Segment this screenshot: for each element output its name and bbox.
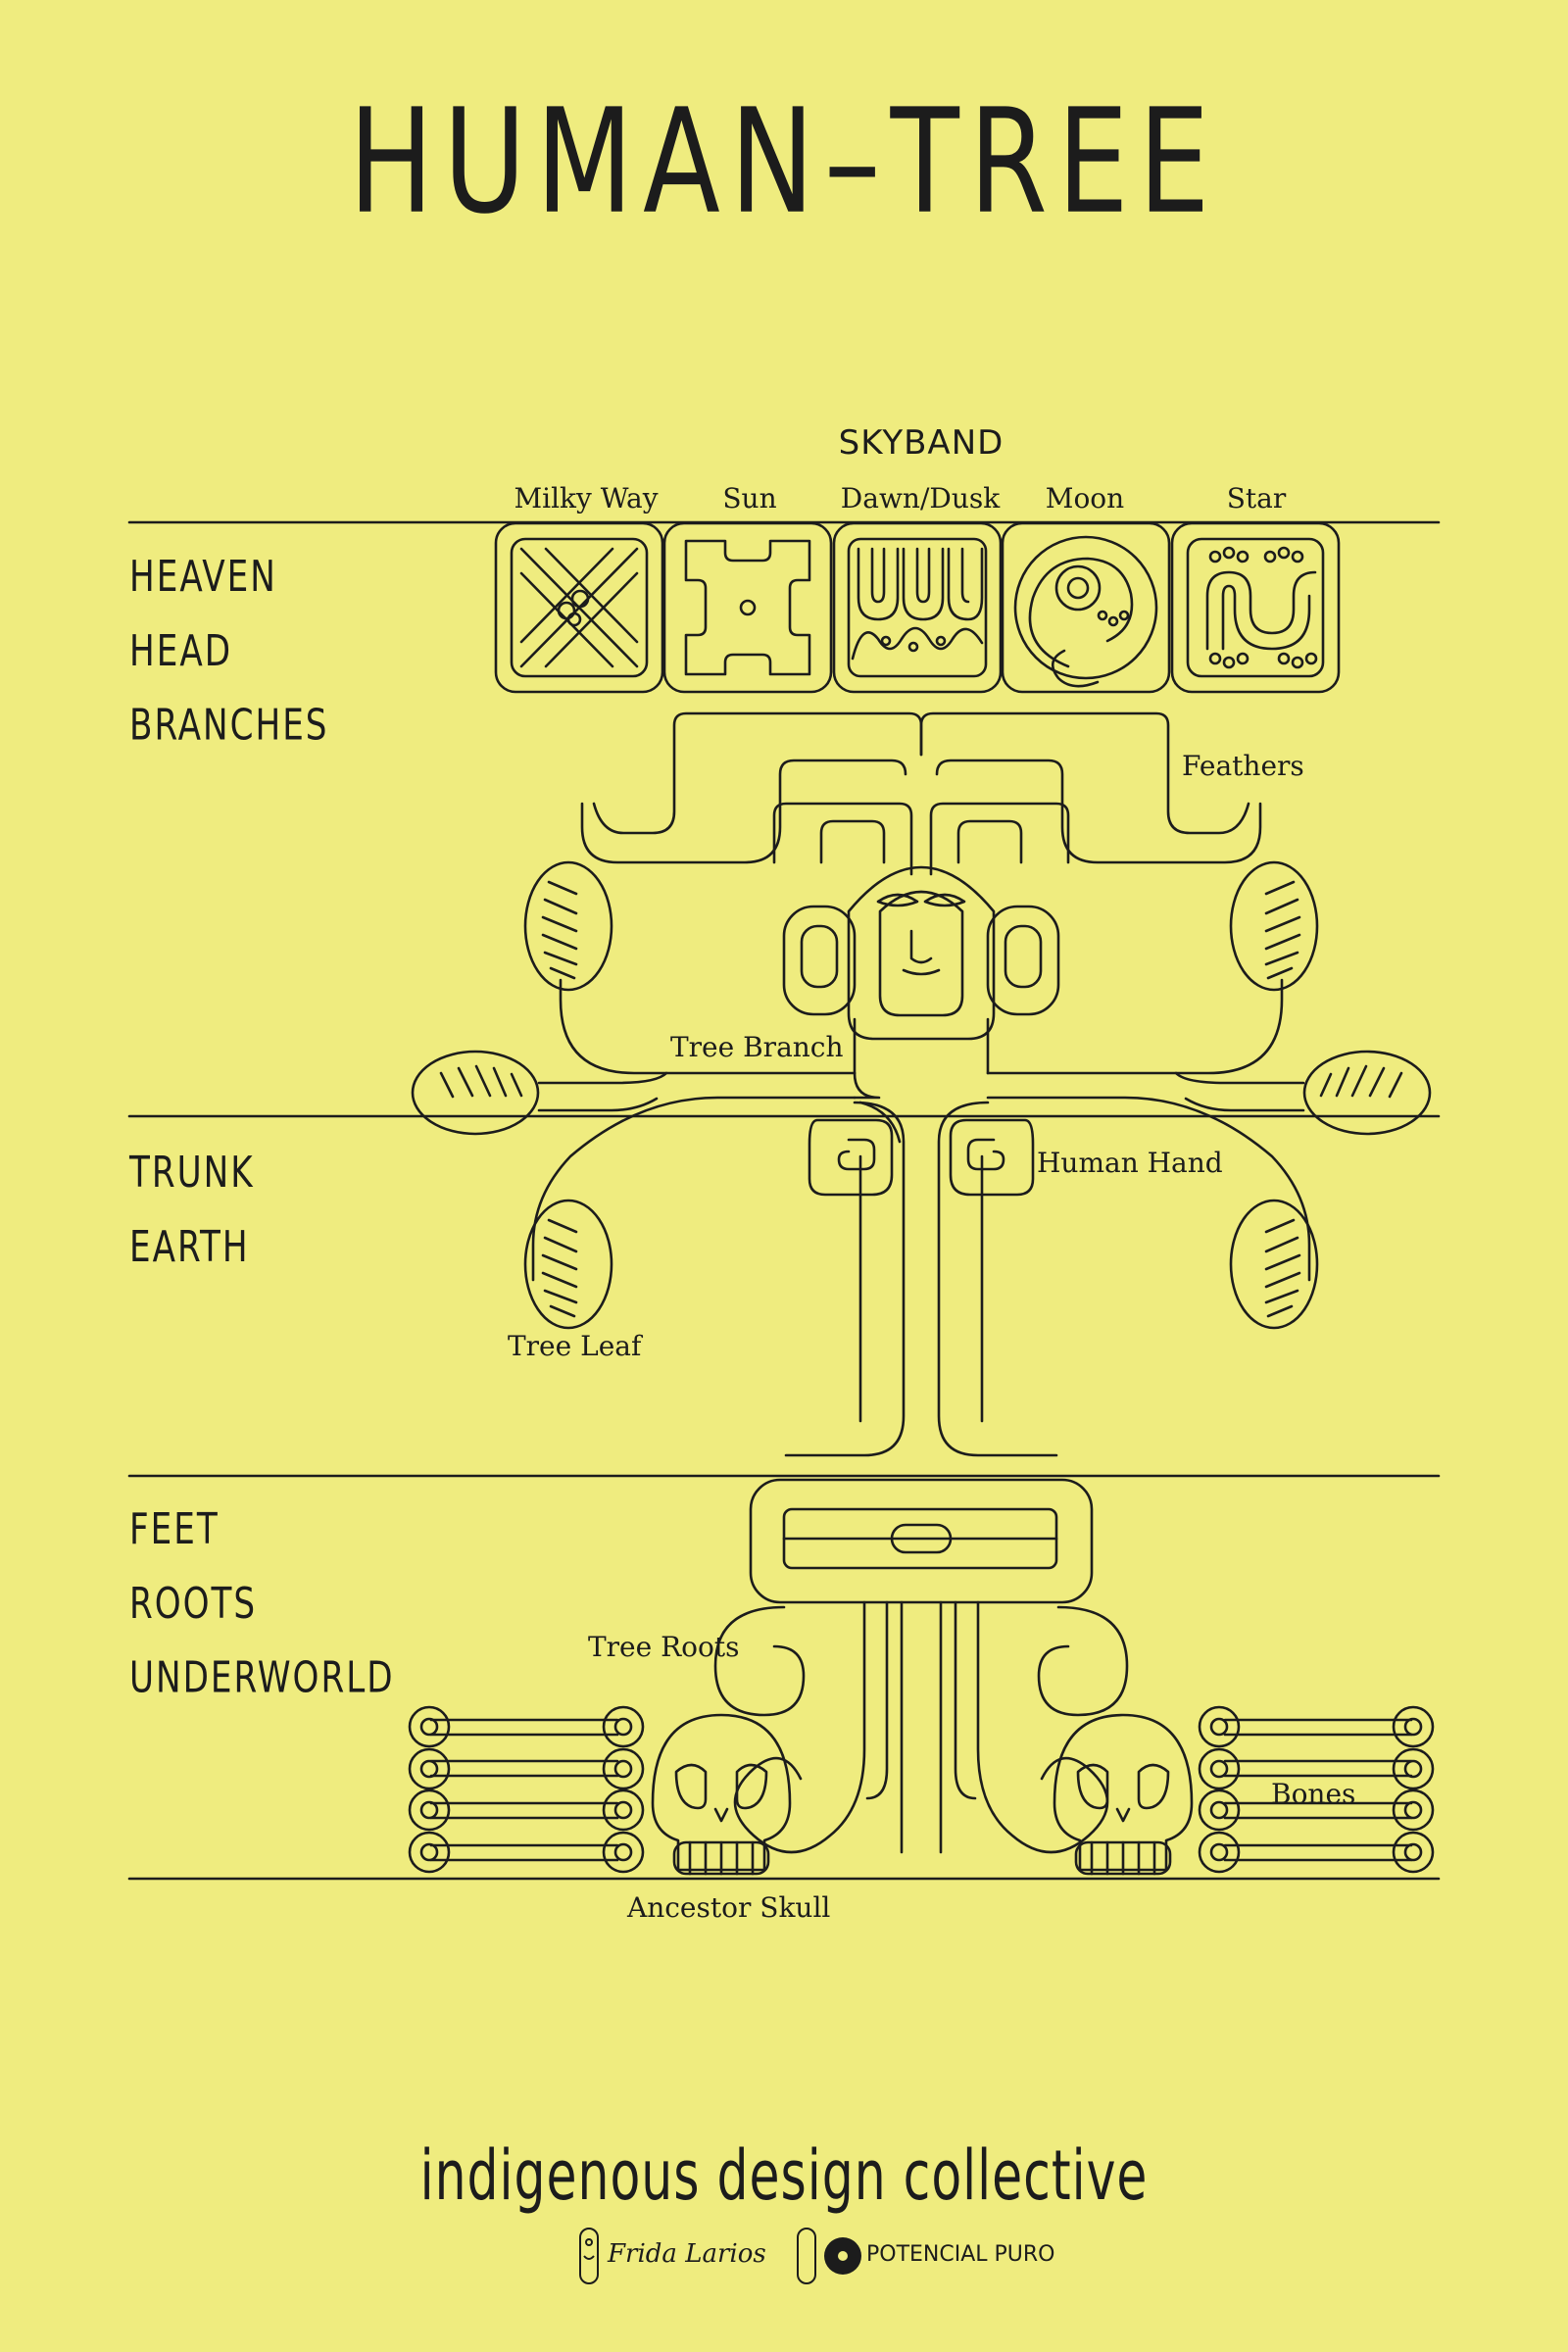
tree-leaves [411,860,1432,1330]
frida-larios-logo-icon [579,2228,599,2284]
ancestor-skull-left [651,1713,792,1876]
level-divider-lines [127,520,1441,1881]
milky-way-glyph [494,521,664,694]
glyph-label-moon: Moon [1045,482,1125,514]
level-label-feet: FEET [129,1503,220,1554]
leaf-mid-right [1302,1050,1432,1136]
annotation-bones: Bones [1271,1778,1356,1810]
feet-block [749,1478,1094,1604]
tree-trunk-and-branches [531,978,1311,1457]
page-title: HUMAN–TREE [348,78,1220,247]
level-label-roots: ROOTS [129,1578,258,1629]
human-head [782,865,1060,1041]
annotation-feathers: Feathers [1182,750,1304,782]
level-labels-middle: TRUNK EARTH [129,1135,255,1284]
skyband-glyphs [494,521,1341,694]
level-label-underworld: UNDERWORLD [129,1652,395,1703]
annotation-human-hand: Human Hand [1037,1147,1223,1179]
leaf-top-left [523,860,613,992]
annotation-tree-roots: Tree Roots [588,1631,740,1663]
glyph-label-milky-way: Milky Way [514,482,659,514]
glyph-label-dawn-dusk: Dawn/Dusk [840,482,1001,514]
leaf-top-right [1229,860,1319,992]
moon-glyph [1001,521,1171,694]
annotation-tree-leaf: Tree Leaf [508,1330,642,1362]
credit-potencial-puro: POTENCIAL PURO [866,2242,1055,2267]
potencial-puro-disc-icon [824,2237,861,2275]
glyph-label-sun: Sun [722,482,777,514]
tree-roots [713,1600,1129,1854]
ancestor-skull-right [1053,1713,1194,1876]
footer-brand: indigenous design collective [419,2136,1149,2217]
glyph-label-star: Star [1226,482,1287,514]
leaf-mid-left [411,1050,540,1136]
leaf-bottom-left [523,1199,613,1330]
annotation-tree-branch: Tree Branch [670,1031,844,1063]
dawn-dusk-glyph [832,521,1003,694]
skyband-title: SKYBAND [838,423,1004,463]
feathers-headdress [580,711,1262,876]
bones-right [1198,1705,1435,1874]
level-labels-bottom: FEET ROOTS UNDERWORLD [129,1492,395,1715]
level-label-branches: BRANCHES [129,700,329,751]
level-label-trunk: TRUNK [129,1147,255,1198]
level-label-heaven: HEAVEN [129,551,277,602]
level-labels-top: HEAVEN HEAD BRANCHES [129,539,329,762]
potencial-puro-bar-icon [797,2228,816,2284]
level-label-head: HEAD [129,625,233,676]
leaf-bottom-right [1229,1199,1319,1330]
level-label-earth: EARTH [129,1221,250,1272]
star-glyph [1170,521,1341,694]
credit-frida-larios: Frida Larios [608,2239,766,2269]
annotation-ancestor-skull: Ancestor Skull [627,1891,831,1924]
bones-left [408,1705,645,1874]
sun-glyph [662,521,833,694]
